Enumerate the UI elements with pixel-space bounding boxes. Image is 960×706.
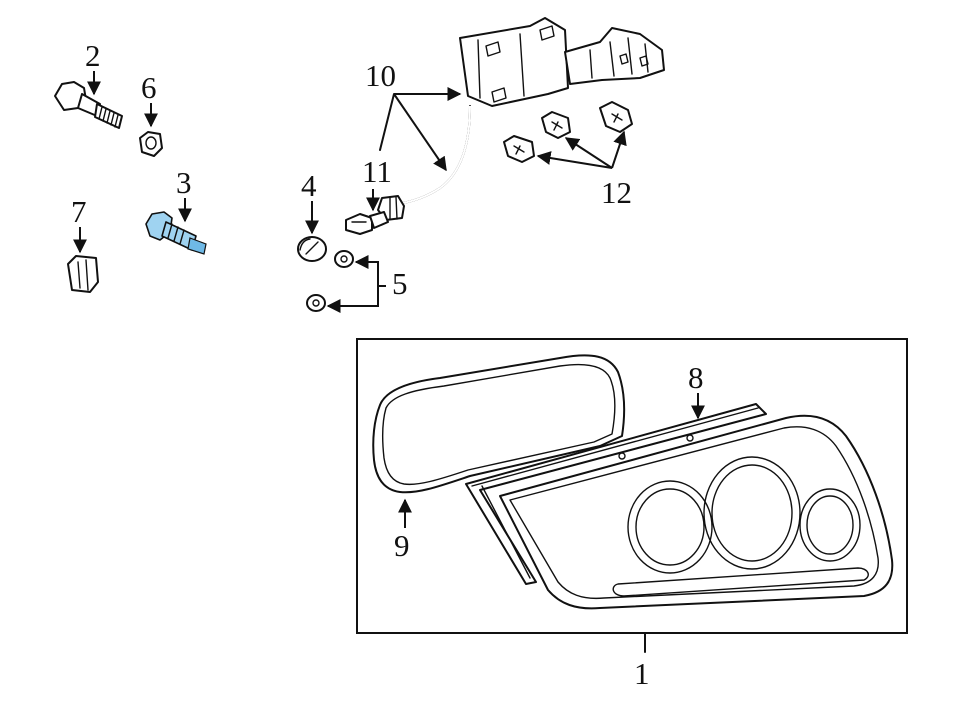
callout-1: 1 (634, 656, 650, 691)
assembly-frame (356, 338, 908, 634)
part-11-bulb[interactable] (345, 211, 389, 235)
part-7-retainer[interactable] (67, 255, 99, 293)
leader-10-11 (379, 93, 395, 151)
callout-10: 10 (365, 58, 396, 93)
arrow-12c (611, 130, 627, 169)
part-5-washers[interactable] (306, 250, 354, 312)
part-8-gasket[interactable] (465, 403, 767, 585)
callout-6: 6 (141, 70, 157, 105)
part-3-adjuster[interactable] (145, 211, 207, 255)
arrow-5a (354, 255, 386, 287)
arrow-12a (536, 151, 613, 169)
part-1-lamp-housing[interactable] (499, 414, 894, 610)
part-6-nut[interactable] (139, 131, 163, 157)
callout-9: 9 (394, 528, 410, 563)
callout-2: 2 (85, 38, 101, 73)
callout-7: 7 (71, 194, 87, 229)
part-10-harness-bracket[interactable] (377, 17, 665, 221)
callout-11: 11 (362, 154, 392, 189)
part-12-bulbs[interactable] (503, 101, 633, 163)
callout-12: 12 (601, 175, 632, 210)
part-9-lens[interactable] (372, 354, 626, 494)
part-4-grommet[interactable] (297, 236, 327, 262)
callout-3: 3 (176, 165, 192, 200)
arrow-5b (326, 286, 379, 313)
arrow-12b (564, 137, 613, 169)
part-2-bolt[interactable] (54, 81, 123, 129)
callout-5: 5 (392, 266, 408, 301)
callout-4: 4 (301, 168, 317, 203)
arrow-10b (393, 93, 447, 172)
callout-8: 8 (688, 360, 704, 395)
